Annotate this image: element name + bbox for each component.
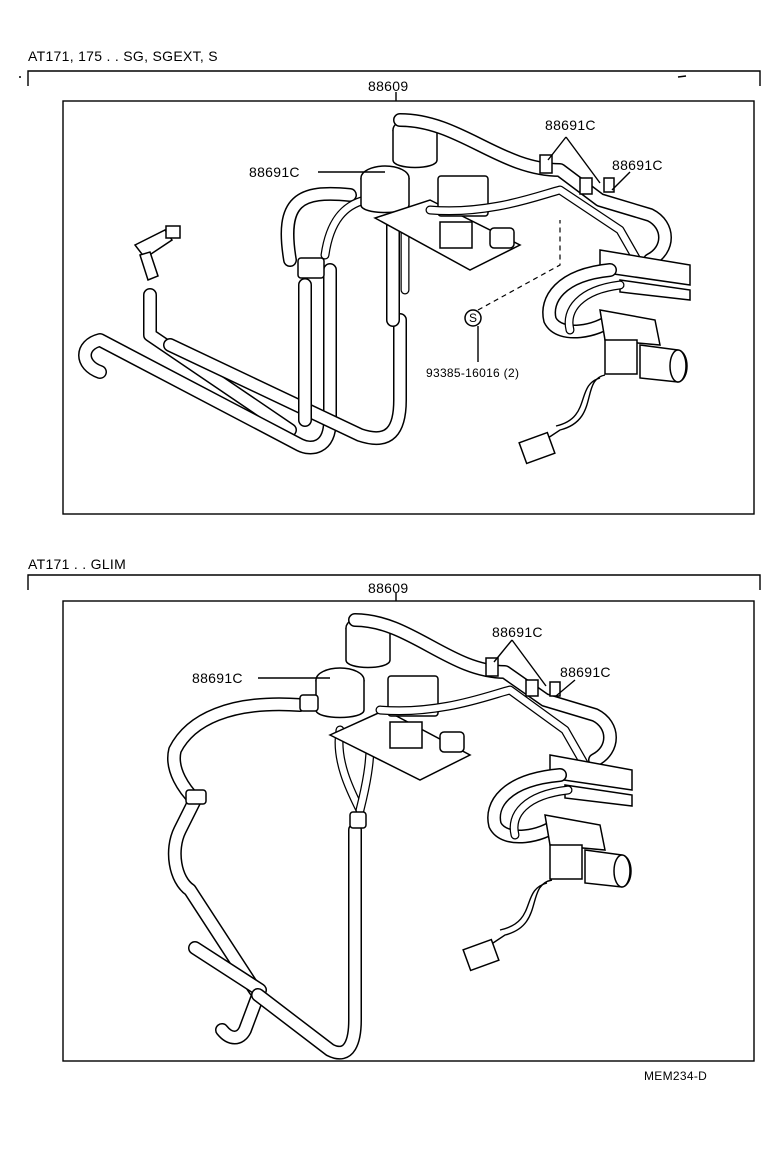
section-2-heading: AT171 . . GLIM bbox=[28, 556, 127, 572]
section-1-heading: AT171, 175 . . SG, SGEXT, S bbox=[28, 48, 218, 64]
section-1-assembly-label: 88609 bbox=[368, 78, 409, 94]
bolt-part-label: 93385-16016 (2) bbox=[426, 366, 520, 380]
section-2-frame bbox=[27, 574, 761, 1062]
section-2-callout-right: 88691C bbox=[560, 664, 611, 680]
figure-code: MEM234-D bbox=[644, 1069, 708, 1083]
bolt-symbol: S bbox=[469, 311, 478, 325]
section-1-callout-top: 88691C bbox=[545, 117, 596, 133]
section-2-drawing bbox=[167, 613, 633, 1060]
section-2-assembly-label: 88609 bbox=[368, 580, 409, 596]
section-1-callout-right: 88691C bbox=[612, 157, 663, 173]
section-2-callout-top: 88691C bbox=[492, 624, 543, 640]
section-2-callout-left: 88691C bbox=[192, 670, 243, 686]
section-1-callout-left: 88691C bbox=[249, 164, 300, 180]
section-1-drawing bbox=[78, 113, 691, 465]
section-1-frame bbox=[27, 70, 761, 515]
